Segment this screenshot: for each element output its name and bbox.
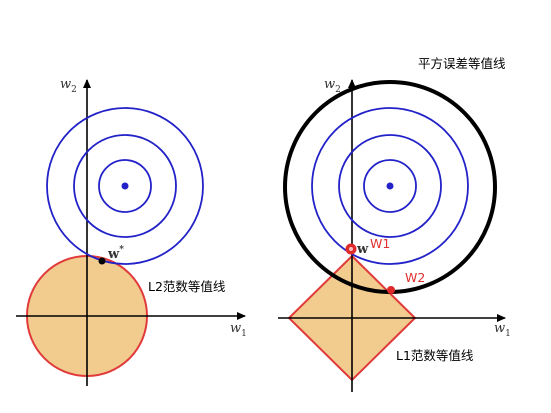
left-x-axis-label: w1	[230, 321, 247, 339]
left-solution-point	[98, 257, 106, 265]
right-contour-2	[338, 134, 442, 238]
right-minimum-point	[386, 182, 394, 190]
mse-contour-label: 平方误差等值线	[418, 56, 506, 71]
left-contours	[46, 107, 204, 265]
l2-constraint-label: L2范数等值线	[148, 279, 226, 294]
left-solution-label: w*	[107, 245, 124, 262]
left-contour-1	[98, 159, 152, 213]
left-contour-3	[46, 107, 204, 265]
left-minimum-point	[121, 182, 129, 190]
right-y-axis-label: w2	[324, 77, 341, 95]
right-contours	[311, 107, 469, 265]
w2-label: W2	[405, 270, 425, 285]
right-w-partial-label: w	[356, 242, 369, 257]
w1-point-inner	[349, 247, 353, 251]
w2-point	[387, 286, 395, 294]
left-contour-2	[73, 134, 177, 238]
right-x-axis-label: w1	[494, 321, 511, 339]
left-y-axis-label: w2	[60, 77, 77, 95]
left-panel: w* w2 w1 L2范数等值线	[16, 77, 247, 386]
right-contour-1	[363, 159, 417, 213]
l1-constraint-label: L1范数等值线	[396, 348, 474, 363]
w1-label: W1	[370, 236, 390, 251]
right-panel: w W1 W2 w2 w1 平方误差等值线 L1范数等值线	[278, 56, 511, 392]
right-contour-3	[311, 107, 469, 265]
